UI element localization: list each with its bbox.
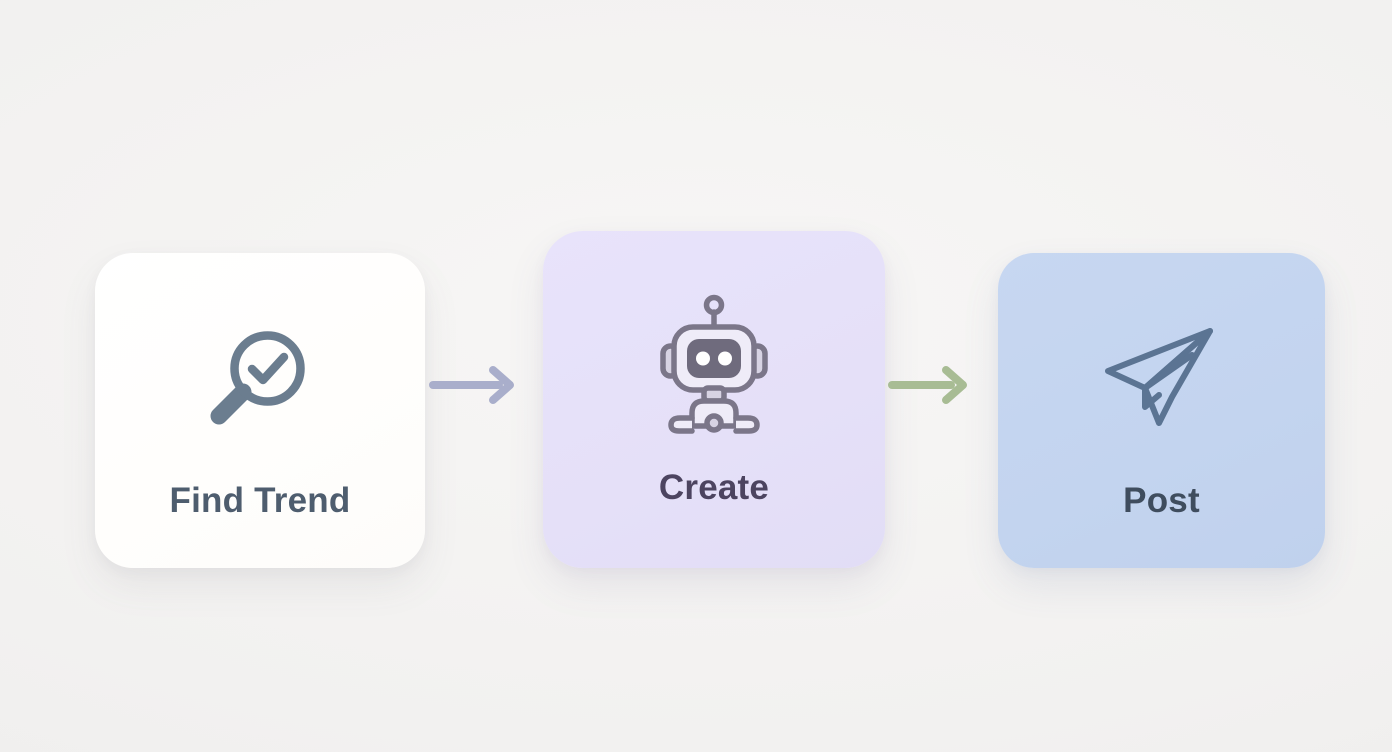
arrow-right-icon [888, 366, 967, 404]
robot-icon [648, 294, 780, 434]
step-card-find-trend[interactable]: Find Trend [95, 253, 425, 568]
magnifier-check-icon [196, 307, 324, 447]
step-label-create: Create [658, 467, 770, 507]
connector-arrow-1 [429, 362, 521, 408]
connector-arrow-2 [888, 362, 973, 408]
arrow-right-icon [429, 366, 514, 404]
step-label-post: Post [1123, 480, 1200, 520]
step-label-find-trend: Find Trend [169, 480, 351, 520]
paper-plane-icon [1098, 307, 1226, 447]
step-card-post[interactable]: Post [998, 253, 1325, 568]
step-card-create[interactable]: Create [543, 231, 885, 568]
